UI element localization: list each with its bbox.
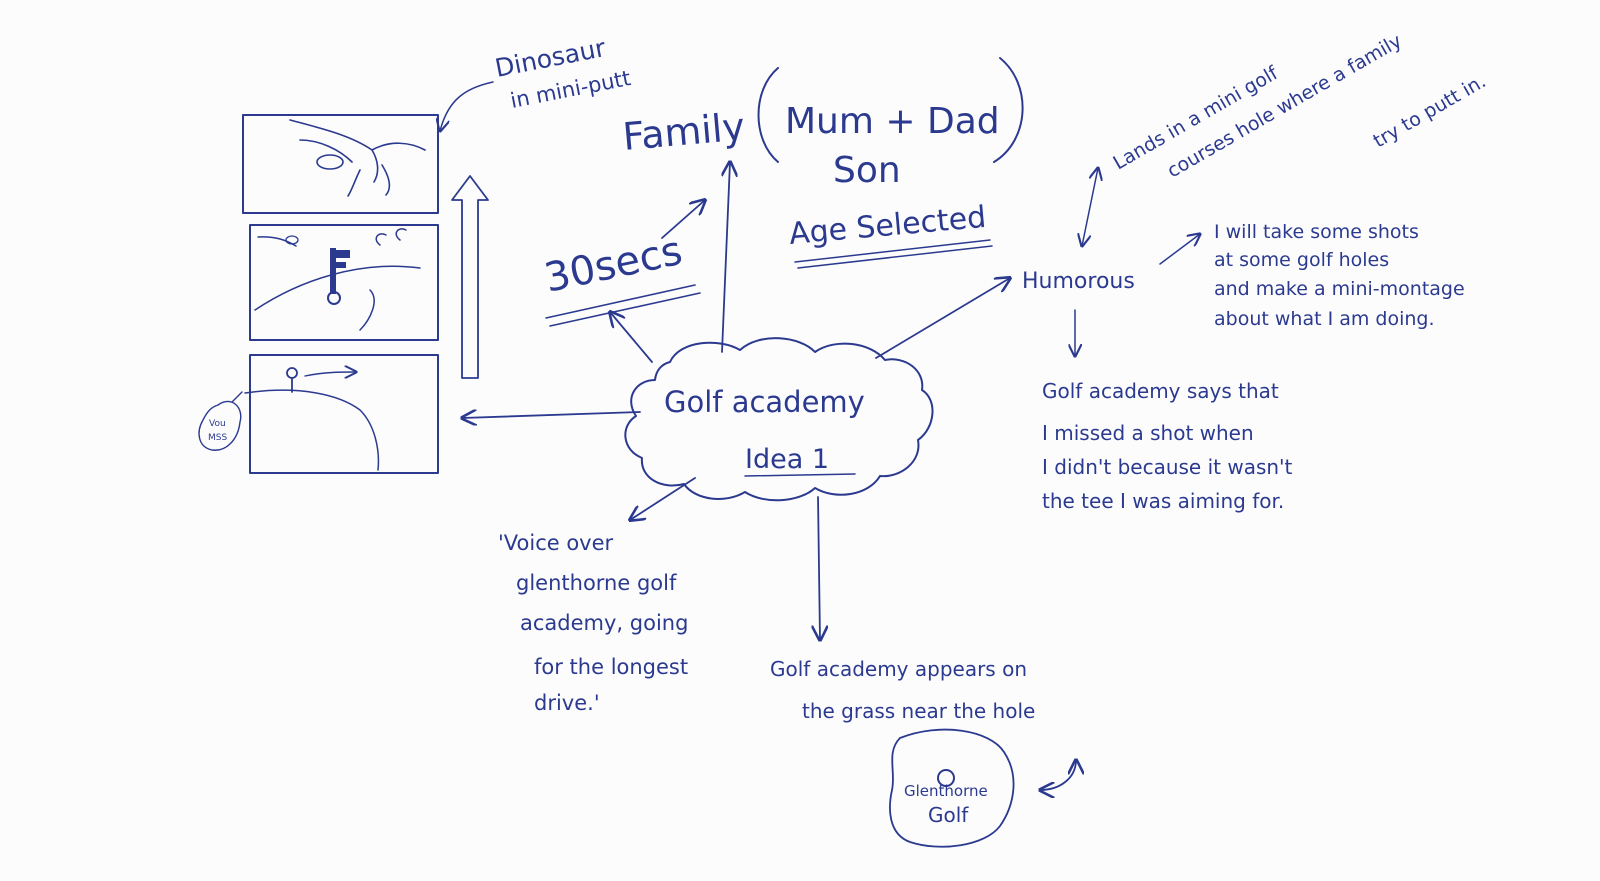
central-cloud (624, 337, 934, 502)
voiceover-node: 'Voice over glenthorne golf academy, goi… (498, 531, 688, 715)
central-subtitle-underline (744, 473, 856, 477)
arrow-to-appears (818, 496, 820, 640)
voiceover-line-2: glenthorne golf (516, 571, 677, 595)
logo-line-2: Golf (928, 803, 969, 827)
lands-line-3: try to putt in. (1370, 70, 1490, 152)
rotate-arrow-icon (1040, 760, 1076, 790)
right-paren (993, 57, 1024, 163)
arrow-to-humorous (875, 278, 1010, 359)
storyboard-frame-dinosaur (242, 114, 439, 214)
arrow-to-duration (610, 312, 653, 363)
central-node: Golf academy Idea 1 (624, 337, 934, 502)
logo-hole-icon (937, 769, 955, 787)
arrow-to-family (721, 162, 730, 353)
audience-age-underline (794, 239, 993, 269)
shots-line-2: at some golf holes (1214, 249, 1389, 271)
missed-line-1: Golf academy says that (1042, 379, 1279, 403)
humorous-node: Humorous Lands in a mini golf courses ho… (1022, 30, 1490, 513)
storyboard-up-arrow (451, 175, 489, 379)
voiceover-line-5: drive.' (534, 691, 600, 715)
storyboard-frame-ball (249, 354, 439, 474)
audience-family: Family (621, 104, 747, 158)
arrow-humorous-to-shots (1159, 234, 1200, 265)
missed-line-3: I didn't because it wasn't (1042, 455, 1293, 479)
shots-line-4: about what I am doing. (1214, 308, 1435, 330)
missed-line-4: the tee I was aiming for. (1042, 489, 1284, 513)
audience-node: Family Mum + Dad Son Age Selected (621, 57, 1024, 269)
voiceover-line-3: academy, going (520, 611, 688, 635)
arrow-duration-to-family (661, 200, 705, 239)
duration-label: 30secs (541, 228, 687, 302)
logo-line-1: Glenthorne (904, 782, 988, 800)
annotation-arrow (440, 81, 494, 131)
left-paren (757, 67, 779, 163)
audience-parents: Mum + Dad (785, 101, 1000, 142)
logo-blob (889, 728, 1015, 848)
storyboard-frame-flag (249, 224, 439, 341)
appears-line-1: Golf academy appears on (770, 657, 1027, 681)
missed-line-2: I missed a shot when (1042, 421, 1254, 445)
audience-son: Son (833, 150, 901, 191)
speech-bubble (198, 391, 243, 451)
duration-node: 30secs (541, 228, 701, 327)
voiceover-line-4: for the longest (534, 655, 688, 679)
duration-underline (545, 284, 701, 327)
central-subtitle: Idea 1 (745, 444, 829, 475)
dinosaur-sketch (289, 119, 426, 197)
humorous-label: Humorous (1022, 269, 1135, 294)
arrow-to-voiceover (630, 477, 696, 520)
speech-bubble-text-1: Vou (209, 419, 226, 429)
central-title: Golf academy (664, 385, 865, 419)
shots-line-3: and make a mini-montage (1214, 278, 1465, 300)
appears-line-2: the grass near the hole (802, 699, 1035, 723)
arrow-to-storyboard (462, 412, 641, 418)
speech-bubble-text-2: MSS (208, 433, 227, 443)
shots-line-1: I will take some shots (1214, 221, 1419, 243)
voiceover-line-1: 'Voice over (498, 531, 614, 555)
arrow-humorous-to-lands (1082, 168, 1098, 246)
appears-node: Golf academy appears on the grass near t… (770, 657, 1076, 848)
flag-sketch (254, 228, 421, 331)
ball-tee-sketch (244, 368, 380, 471)
